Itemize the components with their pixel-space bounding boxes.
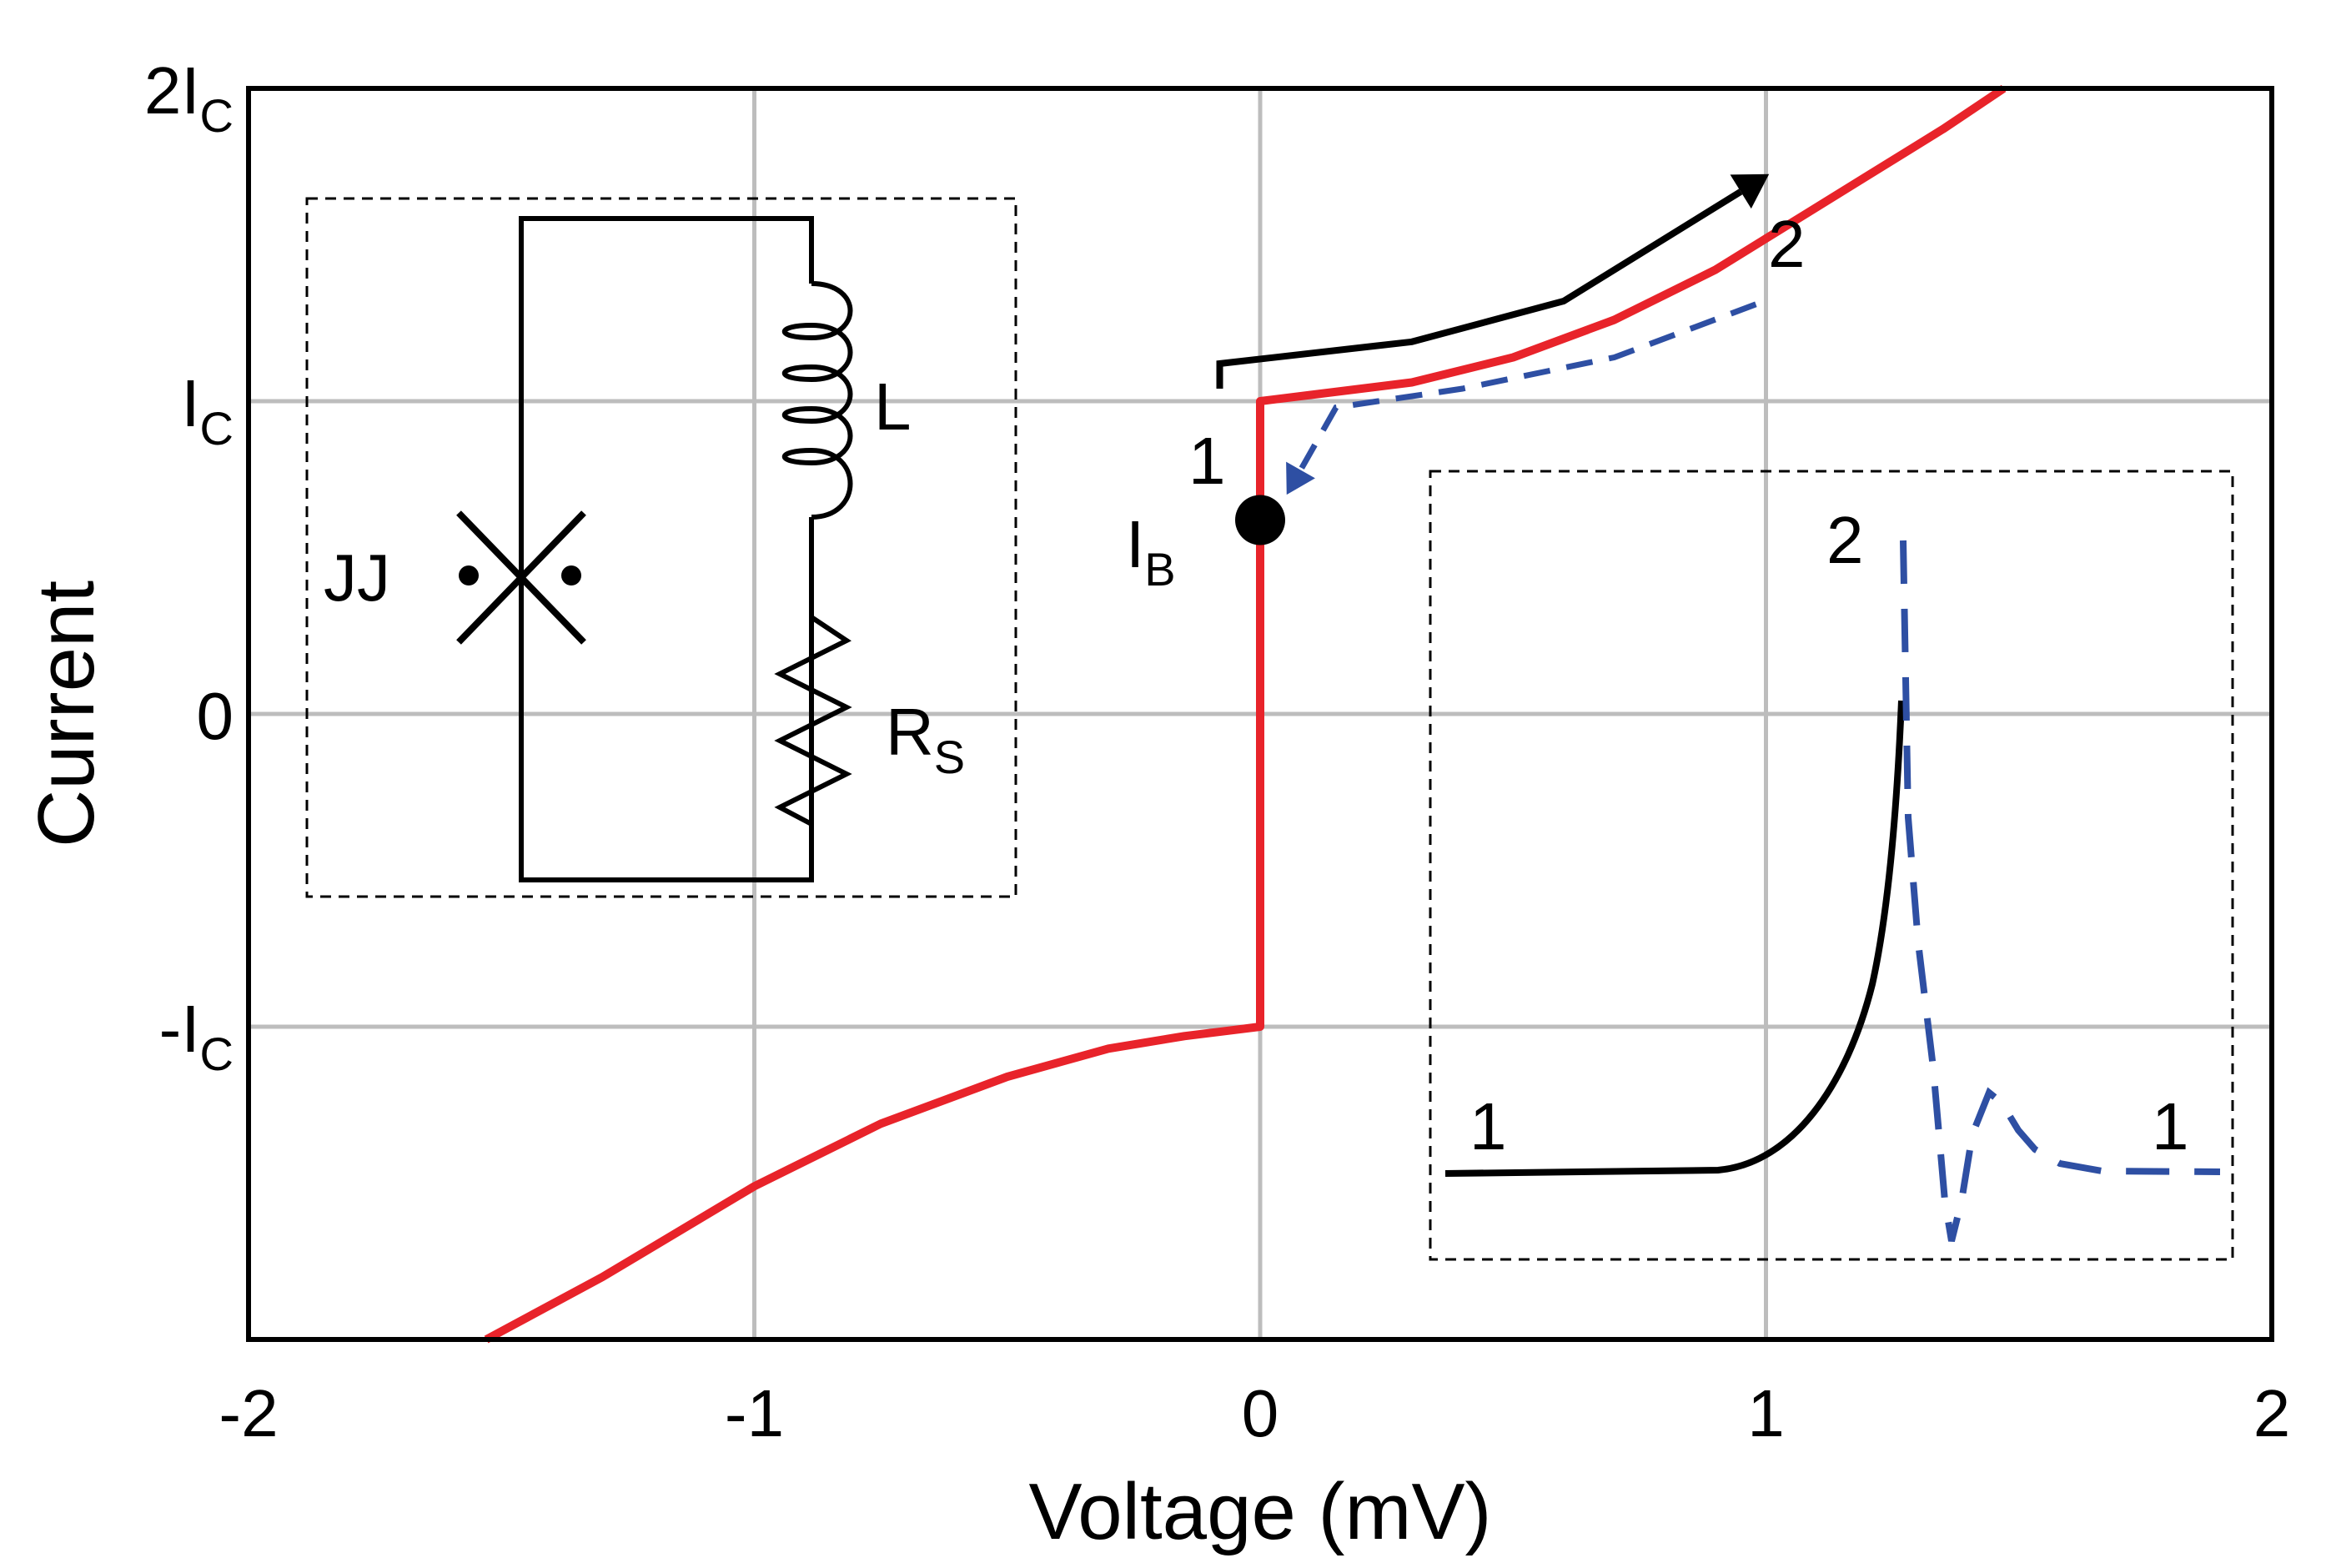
circuit-inset: JJ L RS [305,197,1017,898]
y-tick-label: -IC [159,992,234,1080]
x-tick-label: 1 [1747,1376,1785,1450]
junction-dot-left [459,565,479,585]
point-1-label: 1 [1188,424,1226,498]
waveform-label-peak: 2 [1826,503,1864,577]
point-2-label: 2 [1768,207,1806,281]
x-tick-label: 2 [2253,1376,2291,1450]
inductor-coil [782,281,853,520]
iv-curve-0 [484,84,2007,1344]
bias-point-marker [1235,495,1285,545]
switch-arrowhead [1730,173,1770,209]
waveform-inset-frame [1429,470,2234,1261]
tick-labels: -2 -1 0 1 2 2IC IC 0 -IC [144,53,2290,1450]
switch-arrow [1216,188,1743,389]
resistor-zigzag [774,517,852,880]
y-tick-label: 0 [197,679,234,753]
y-axis-label: Current [22,580,111,847]
y-tick-label: 2IC [144,53,234,142]
return-arrowhead [1286,461,1315,495]
circuit-wire [519,216,814,882]
waveform-label-start: 1 [1469,1089,1507,1163]
junction-cross-b [456,510,586,645]
circuit-label-resistor: RS [886,695,965,783]
main-annotations: IB 1 2 [1126,173,1806,596]
x-tick-label: -1 [725,1376,784,1450]
waveform-relaxation-trace [1900,540,2221,1242]
waveform-label-end: 1 [2152,1089,2189,1163]
junction-dot-right [561,565,581,585]
circuit-label-junction: JJ [324,540,390,615]
iv-curve-layer [484,84,2007,1344]
x-tick-label: 0 [1242,1376,1279,1450]
x-axis-label: Voltage (mV) [1029,1467,1492,1556]
bias-point-label: IB [1126,507,1176,596]
return-arrow [1298,301,1757,472]
waveform-switching-trace [1444,700,1905,1177]
x-tick-label: -2 [219,1376,278,1450]
y-tick-label: IC [181,366,234,455]
circuit-inset-frame [305,197,1017,898]
waveform-inset: 1 2 1 [1429,470,2234,1261]
circuit-label-inductor: L [874,369,912,444]
plot-frame [246,86,2274,1342]
